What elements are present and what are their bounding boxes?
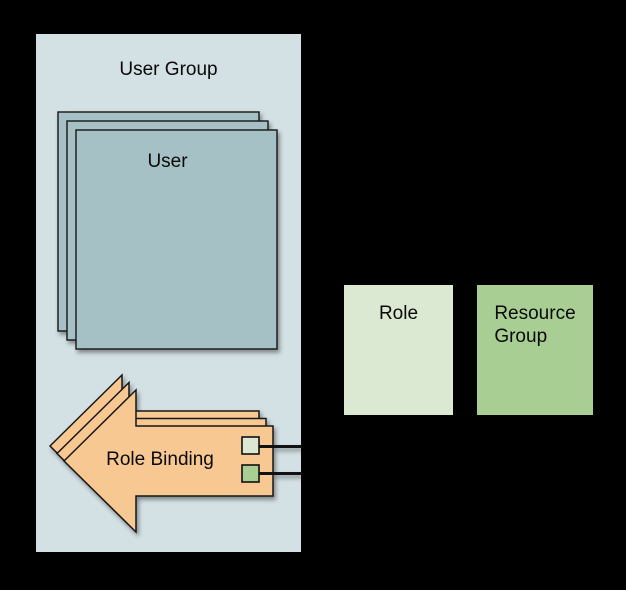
resource-group-label: Resource Group (494, 303, 576, 347)
resource-port-square (241, 464, 260, 483)
role-label: Role (378, 303, 419, 324)
role-port-square (241, 436, 260, 455)
role-binding-arrow-front (62, 388, 274, 534)
resource-group-box: Resource Group (477, 285, 593, 415)
user-stack (57, 111, 278, 350)
role-box: Role (344, 285, 453, 415)
role-binding-arrow-stack (48, 373, 302, 534)
user-card-front (75, 129, 278, 350)
